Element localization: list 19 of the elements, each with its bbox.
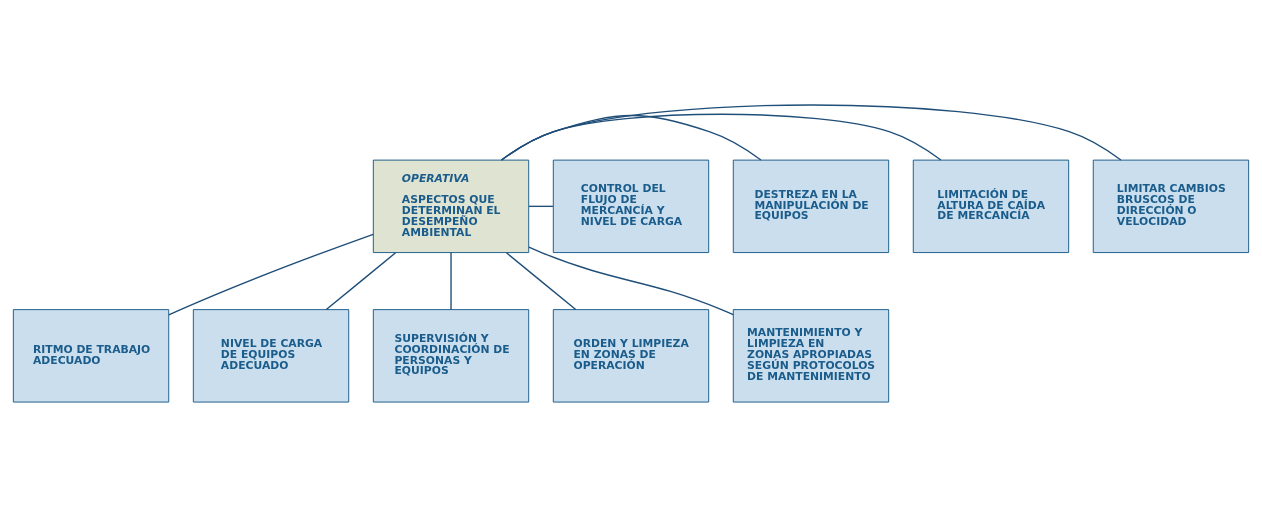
node-box: OPERATIVA ASPECTOS QUE DETERMINAN EL DESEMPEÑO AMBIENTAL bbox=[372, 159, 530, 253]
node-box: LIMITAR CAMBIOS BRUSCOS DE DIRECCIÓN O VELOCIDAD bbox=[1092, 159, 1250, 253]
connector bbox=[528, 205, 554, 207]
connector bbox=[528, 246, 734, 315]
node-box: ORDEN Y LIMPIEZA EN ZONAS DE OPERACIÓN bbox=[552, 308, 710, 403]
connector bbox=[325, 251, 397, 310]
node-box: NIVEL DE CARGA DE EQUIPOS ADECUADO bbox=[192, 308, 350, 403]
connector bbox=[168, 233, 374, 316]
node-box: LIMITACIÓN DE ALTURA DE CAÍDA DE MERCANCÍA bbox=[912, 159, 1070, 253]
node-box: SUPERVISIÓN Y COORDINACIÓN DE PERSONAS Y EQUIPOS bbox=[372, 308, 530, 403]
node-box: CONTROL DEL FLUJO DE MERCANCÍA Y NIVEL DE CARGA bbox=[552, 159, 710, 253]
node-box: DESTREZA EN LA MANIPULACIÓN DE EQUIPOS bbox=[732, 159, 890, 253]
connector bbox=[505, 251, 577, 310]
node-box: RITMO DE TRABAJO ADECUADO bbox=[12, 308, 170, 403]
connector bbox=[500, 103, 1122, 161]
connector bbox=[450, 251, 452, 310]
node-box: MANTENIMIENTO Y LIMPIEZA EN ZONAS APROPIADAS SEGÚN PROTOCOLOS DE MANTENIMIENTO bbox=[732, 308, 890, 403]
connector bbox=[500, 114, 762, 161]
connector bbox=[500, 113, 942, 161]
